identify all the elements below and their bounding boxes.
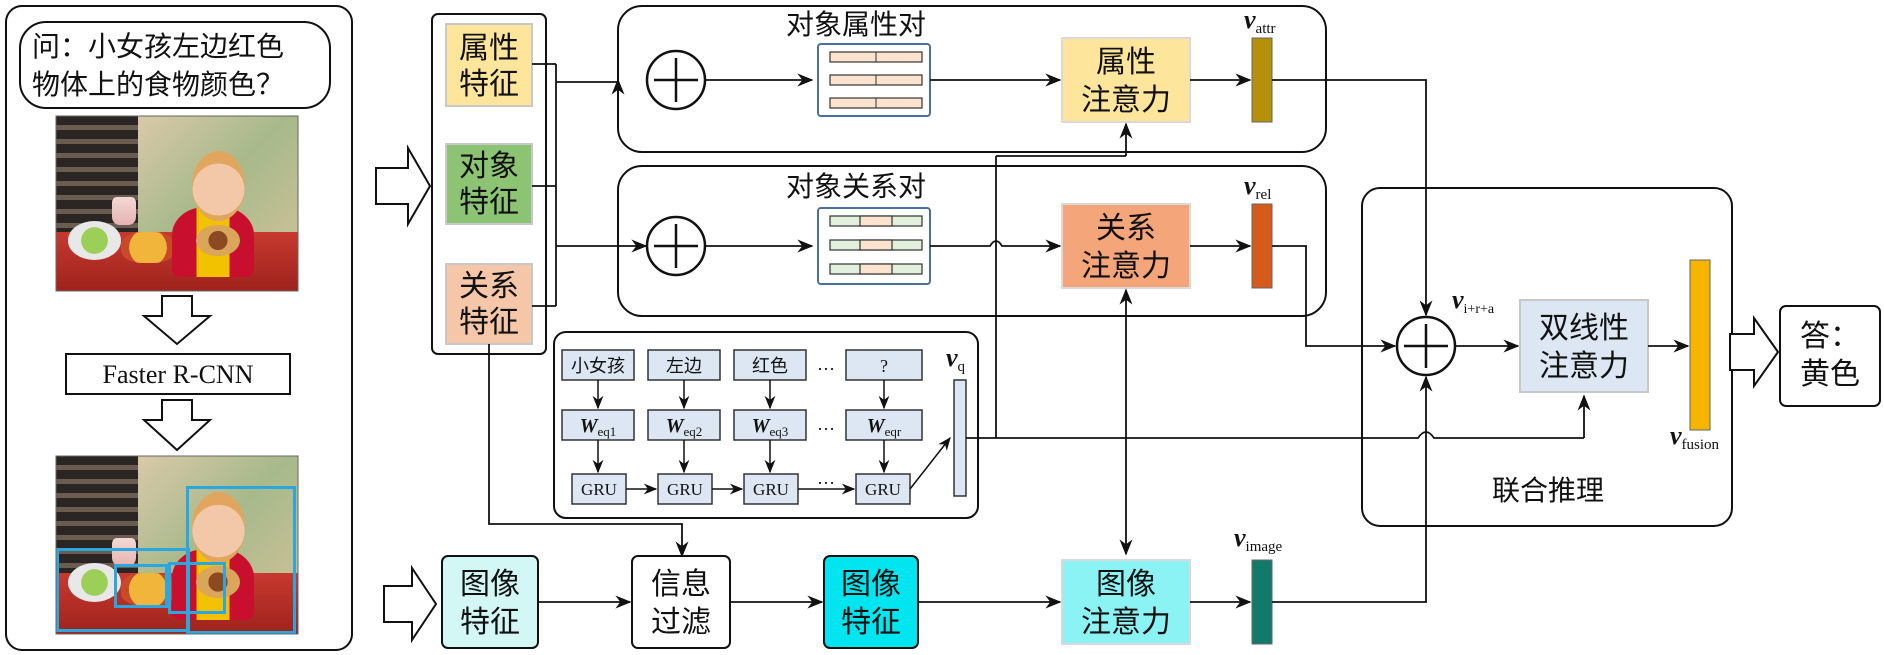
virra-label: vi+r+a: [1452, 285, 1495, 317]
rel-attention-label-2: 注意力: [1081, 249, 1171, 284]
rel-pair-title: 对象关系对: [786, 170, 926, 203]
gru-label-1: GRU: [581, 480, 617, 499]
rel-feature-label-2: 特征: [459, 305, 519, 340]
obj-feature-label-1: 对象: [459, 149, 519, 184]
rel-feature-box: [445, 263, 533, 345]
weight-boxes: [561, 409, 923, 441]
vrel-label: vrel: [1244, 171, 1271, 203]
word-2: 左边: [666, 356, 702, 377]
answer-label-2: 黄色: [1800, 357, 1860, 392]
image-feature-label-1: 图像: [460, 567, 520, 602]
question-line-1: 问：小女孩左边红色: [32, 30, 284, 63]
weight-ellipsis: …: [817, 414, 835, 434]
info-filter-label-1: 信息: [651, 567, 711, 602]
word-box-5: [845, 349, 923, 381]
image-attention-box: [1061, 559, 1191, 645]
image-feature-label-2: 特征: [460, 605, 520, 640]
obj-feature-box: [445, 143, 533, 225]
left-panel: [5, 5, 353, 651]
attr-pair-title: 对象属性对: [786, 8, 926, 41]
hollow-right-arrow-answer: [1729, 314, 1780, 390]
word-ellipsis: …: [817, 354, 835, 374]
bilinear-attention-box: [1519, 299, 1649, 393]
image-attention-label-1: 图像: [1096, 567, 1156, 602]
vq-bar: [953, 379, 967, 497]
bilinear-attention-label-1: 双线性: [1539, 311, 1629, 346]
filtered-feature-label-2: 特征: [841, 605, 901, 640]
vfusion-bar: [1689, 259, 1711, 431]
vattr-label: vattr: [1244, 5, 1276, 37]
bilinear-attention-label-2: 注意力: [1539, 349, 1629, 384]
hollow-down-arrow-1: [141, 295, 213, 346]
vattr-bar: [1251, 37, 1273, 123]
word-box-3: [733, 349, 807, 381]
hollow-down-arrow-2: [141, 399, 213, 452]
gru-label-2: GRU: [667, 480, 703, 499]
attr-feature-box: [445, 23, 533, 107]
gru-box-3: [743, 473, 799, 505]
attr-feature-label-1: 属性: [459, 31, 519, 66]
bbox-burger: [168, 562, 226, 614]
attr-pair-rows: [829, 51, 923, 109]
info-filter-label-2: 过滤: [651, 605, 711, 640]
word-1: 小女孩: [571, 356, 625, 377]
attr-attention-label-1: 属性: [1096, 45, 1156, 80]
feature-connectors: [532, 63, 648, 307]
question-line-2: 物体上的食物颜色？: [32, 68, 284, 101]
vfusion-label: vfusion: [1670, 421, 1720, 453]
detector-box: [65, 353, 291, 395]
weight-5: Weqr: [867, 415, 902, 439]
rel-feature-label-1: 关系: [459, 269, 519, 304]
detection-photo: [56, 456, 298, 634]
filtered-feature-label-1: 图像: [841, 567, 901, 602]
hollow-right-arrow-features: [375, 144, 432, 228]
rel-pair-rows: [829, 215, 923, 275]
answer-label-1: 答：: [1800, 319, 1860, 354]
input-photo: [56, 116, 298, 291]
image-attention-label-2: 注意力: [1081, 605, 1171, 640]
weight-1: Weq1: [580, 415, 617, 439]
detection-photo-frame: [55, 455, 299, 635]
vrel-bar: [1251, 203, 1273, 289]
word-5: ?: [880, 356, 888, 376]
rel-attention-box: [1061, 203, 1191, 289]
gru-box-1: [571, 473, 627, 505]
word-3: 红色: [752, 356, 788, 377]
gru-label-4: GRU: [865, 480, 901, 499]
answer-box: [1779, 305, 1881, 407]
vimage-label: vimage: [1234, 523, 1283, 555]
question-box: [19, 21, 331, 109]
bbox-fries: [114, 564, 168, 608]
vimage-bar: [1251, 559, 1273, 645]
input-photo-frame: [55, 115, 299, 292]
bbox-table: [56, 548, 190, 632]
gru-ellipsis: …: [817, 468, 835, 488]
attr-attention-label-2: 注意力: [1081, 83, 1171, 118]
vq-label: vq: [946, 343, 966, 375]
rel-attention-label-1: 关系: [1096, 211, 1156, 246]
gru-label-3: GRU: [753, 480, 789, 499]
hollow-right-arrow-image: [383, 564, 438, 644]
rel-branch-box: [617, 165, 1327, 317]
obj-feature-label-2: 特征: [459, 185, 519, 220]
detector-label: Faster R-CNN: [103, 360, 254, 389]
attr-feature-label-2: 特征: [459, 67, 519, 102]
attr-branch-box: [617, 5, 1327, 153]
joint-reasoning-label: 联合推理: [1492, 474, 1604, 507]
weight-3: Weq3: [752, 415, 789, 439]
weight-2: Weq2: [666, 415, 703, 439]
